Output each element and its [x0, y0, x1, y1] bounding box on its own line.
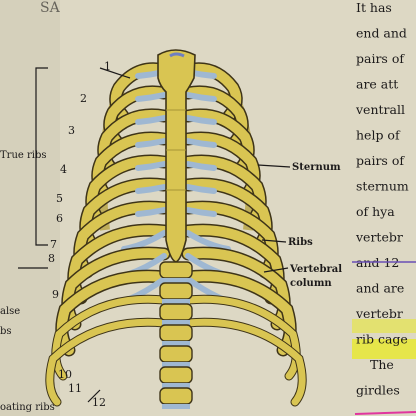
paragraph-line-13: vertebr [355, 306, 403, 321]
intervertebral-disc-7 [162, 404, 190, 409]
rib-number-9: 9 [52, 288, 59, 301]
figure-labels: True ribs alse bs oating ribs Sternum Ri… [0, 150, 342, 413]
intervertebral-disc-5 [162, 362, 190, 367]
rib-number-11: 11 [68, 382, 82, 395]
rib-cage-highlight [352, 339, 416, 359]
left-rib-10 [56, 271, 169, 355]
paragraph-line-6: help of [356, 128, 401, 143]
rib1-pointer [99, 67, 131, 79]
vertebra-6 [159, 366, 193, 384]
label-vertebral: Vertebral [289, 264, 342, 275]
left-costal-cartilage-2 [135, 92, 167, 102]
rib-number-12: 12 [92, 396, 106, 409]
left-costal-cartilage-3 [135, 115, 167, 125]
left-costal-cartilage-5 [135, 161, 167, 171]
label-ribs: Ribs [288, 237, 313, 248]
left-costal-cartilage-6 [135, 184, 167, 194]
intervertebral-disc-2 [162, 299, 190, 304]
rib-number-6: 6 [56, 212, 63, 225]
left-costal-cartilage-8 [121, 230, 167, 252]
vertebra-1 [159, 261, 193, 279]
rib-number-4: 4 [60, 163, 67, 176]
paragraph-line-1: It has [356, 0, 392, 15]
label-sternum: Sternum [292, 162, 341, 173]
intervertebral-disc-4 [162, 341, 190, 346]
left-costal-cartilage-4 [135, 138, 167, 148]
paragraph-line-14: rib cage [356, 332, 408, 347]
left-costal-cartilage-7 [135, 207, 167, 217]
paragraph-line-2: end and [356, 26, 407, 41]
label-false-ribs-2: bs [0, 326, 12, 337]
vertebral-pointer [263, 267, 289, 273]
vertebr-highlight [352, 319, 416, 333]
paragraph-line-4: are att [356, 77, 398, 92]
vertebra-2 [159, 282, 193, 300]
faint-top-text: SA [40, 0, 61, 16]
right-costal-cartilage-5 [185, 161, 217, 171]
annotation-lines [18, 67, 291, 403]
true-ribs-bracket [35, 67, 48, 246]
paragraph-line-8: sternum [356, 179, 409, 194]
right-costal-cartilage-4 [185, 138, 217, 148]
left-rib-11 [52, 295, 168, 380]
page-shadow [0, 0, 60, 416]
sternum-pointer [257, 164, 291, 168]
intervertebral-disc-3 [162, 320, 190, 325]
intervertebral-disc-6 [162, 383, 190, 388]
label-floating-ribs: oating ribs [0, 402, 55, 413]
sternum-bone [157, 49, 196, 263]
vertebra-7 [159, 387, 193, 405]
rib-number-10: 10 [58, 368, 72, 381]
rib-number-5: 5 [56, 192, 63, 205]
paragraph-line-5: ventrall [355, 102, 405, 117]
right-rib-12 [184, 318, 306, 406]
right-costal-cartilage-3 [185, 115, 217, 125]
paragraph-line-10: vertebr [355, 230, 403, 245]
rib-number-3: 3 [68, 124, 75, 137]
right-costal-cartilage-8 [185, 230, 231, 252]
paragraph-line-3: pairs of [356, 51, 405, 66]
rib-number-8: 8 [48, 252, 55, 265]
intervertebral-disc-1 [162, 278, 190, 283]
vertebra-5 [159, 345, 193, 363]
vertebra-4 [159, 324, 193, 342]
vertebral-column-bone [159, 261, 193, 409]
paragraph-line-15: The [370, 357, 394, 372]
right-costal-cartilage-2 [185, 92, 217, 102]
label-true-ribs: True ribs [0, 150, 47, 161]
ribs-pointer [261, 239, 287, 243]
paragraph-line-12: and are [356, 281, 404, 296]
paragraph-line-9: of hya [356, 204, 395, 219]
rib-number-1: 1 [104, 60, 111, 73]
left-ribs [45, 62, 171, 407]
pink-underline [354, 411, 416, 415]
right-rib-11 [184, 295, 300, 380]
right-ribs [181, 62, 307, 407]
rib-number-7: 7 [50, 238, 57, 251]
floating-pointer [87, 389, 101, 403]
rib-numbers: 1 2 3 4 5 6 7 8 9 10 11 12 [48, 60, 111, 409]
vertebra-3 [159, 303, 193, 321]
paragraph-text: It has end and pairs of are att ventrall help… [355, 0, 409, 398]
rib-number-2: 2 [80, 92, 87, 105]
paragraph-line-16: girdles [356, 383, 400, 398]
right-costal-cartilage-7 [185, 207, 217, 217]
label-false-ribs-1: alse [0, 306, 20, 317]
right-rib-10 [183, 271, 296, 355]
label-column: column [290, 278, 332, 289]
right-costal-cartilage-6 [185, 184, 217, 194]
paragraph-line-7: pairs of [356, 153, 405, 168]
left-rib-12 [46, 318, 168, 406]
